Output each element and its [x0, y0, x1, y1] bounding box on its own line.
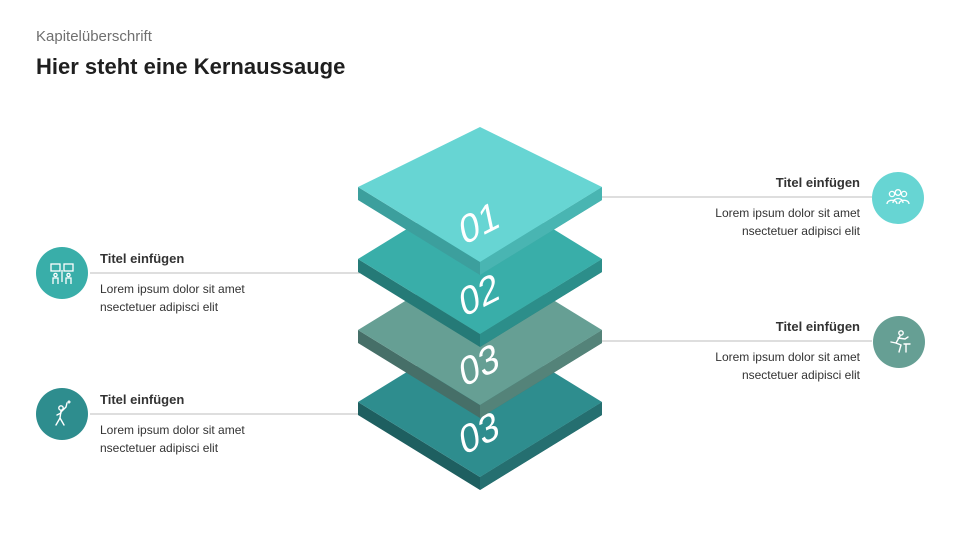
callout-text-line: nsectetuer adipisci elit [100, 441, 219, 455]
callout-title: Titel einfügen [775, 319, 860, 334]
presentation-icon [36, 247, 88, 299]
chapter-heading: Kapitelüberschrift [36, 28, 152, 45]
callout-text-line: nsectetuer adipisci elit [100, 300, 219, 314]
callout-2: Titel einfügen Lorem ipsum dolor sit ame… [100, 251, 300, 316]
callout-title: Titel einfügen [100, 251, 185, 266]
callout-text-line: Lorem ipsum dolor sit amet [715, 350, 860, 364]
callout-4: Titel einfügen Lorem ipsum dolor sit ame… [100, 392, 300, 457]
page-title: Hier steht eine Kernaussauge [36, 54, 346, 79]
climber-icon [36, 388, 88, 440]
callout-text-line: nsectetuer adipisci elit [741, 368, 860, 382]
callout-text-line: nsectetuer adipisci elit [741, 224, 860, 238]
callout-title: Titel einfügen [775, 175, 860, 190]
callout-text: Lorem ipsum dolor sit amet nsectetuer ad… [100, 280, 300, 316]
callout-text-line: Lorem ipsum dolor sit amet [715, 206, 860, 220]
callout-text-line: Lorem ipsum dolor sit amet [100, 282, 245, 296]
layer-1: 01 [358, 127, 602, 275]
callout-text: Lorem ipsum dolor sit amet nsectetuer ad… [100, 421, 300, 457]
callout-3: Titel einfügen Lorem ipsum dolor sit ame… [660, 319, 860, 384]
callout-text: Lorem ipsum dolor sit amet nsectetuer ad… [660, 348, 860, 384]
callout-title: Titel einfügen [100, 392, 185, 407]
people-group-icon [872, 172, 924, 224]
callout-text: Lorem ipsum dolor sit amet nsectetuer ad… [660, 204, 860, 240]
hurdle-runner-icon [873, 316, 925, 368]
callout-1: Titel einfügen Lorem ipsum dolor sit ame… [660, 175, 860, 240]
callout-text-line: Lorem ipsum dolor sit amet [100, 423, 245, 437]
